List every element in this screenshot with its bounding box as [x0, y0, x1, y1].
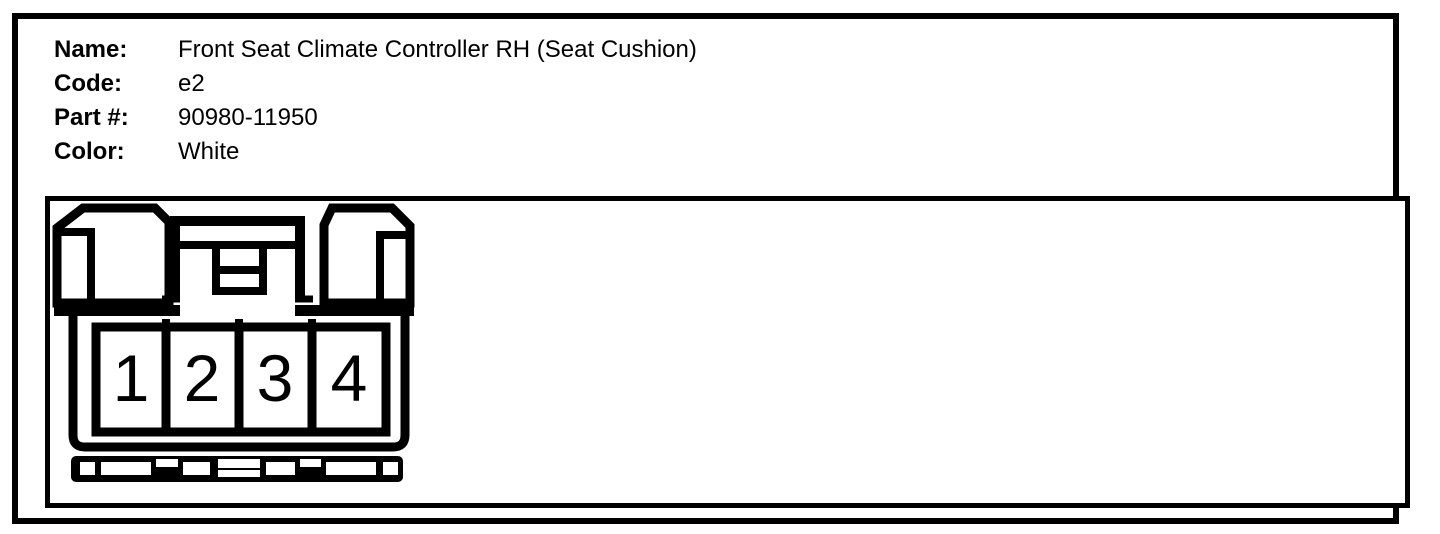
name-label: Name:: [54, 36, 128, 63]
connector-face-diagram: 1 2 3 4: [52, 203, 415, 482]
pin-number-1: 1: [113, 341, 150, 415]
pin-number-4: 4: [331, 341, 368, 415]
part-number-value: 90980-11950: [178, 104, 318, 131]
pin-number-2: 2: [184, 341, 221, 415]
color-label: Color:: [54, 138, 125, 165]
right-mount-tab: [319, 203, 415, 308]
pin-cavity-row: 1 2 3 4: [91, 319, 391, 437]
info-row-color: Color: White: [54, 135, 954, 169]
code-label: Code:: [54, 70, 122, 97]
name-value: Front Seat Climate Controller RH (Seat C…: [178, 36, 697, 63]
part-number-label: Part #:: [54, 104, 129, 131]
info-row-part-number: Part #: 90980-11950: [54, 101, 954, 135]
info-row-code: Code: e2: [54, 67, 954, 101]
connector-info-panel: Name: Front Seat Climate Controller RH (…: [54, 33, 954, 169]
pin-number-3: 3: [257, 341, 294, 415]
wire-seal-strip: [71, 456, 403, 482]
page-border: Name: Front Seat Climate Controller RH (…: [12, 13, 1410, 524]
left-mount-tab: [52, 203, 174, 308]
lock-tab: [162, 216, 313, 325]
color-value: White: [178, 138, 240, 165]
code-value: e2: [178, 70, 205, 97]
info-row-name: Name: Front Seat Climate Controller RH (…: [54, 33, 954, 67]
